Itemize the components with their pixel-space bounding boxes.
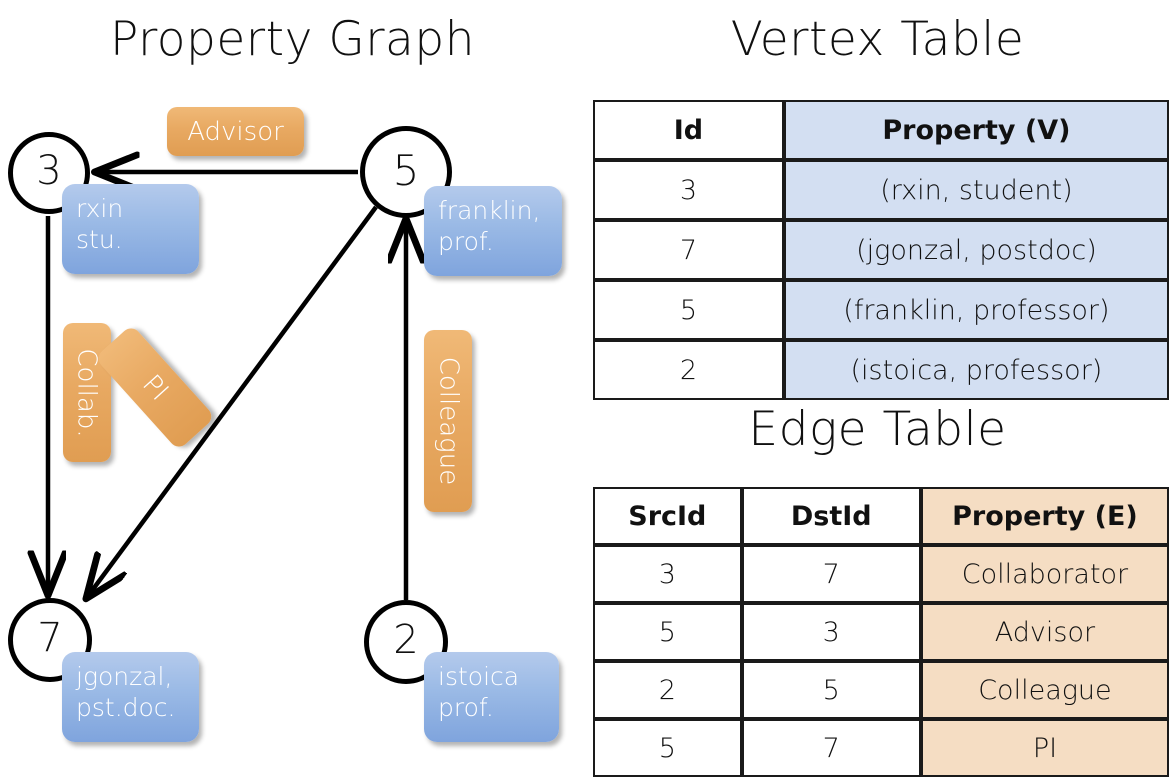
vertex-property-box-rxin: rxin stu. xyxy=(62,184,199,274)
property-graph-panel: 3 5 7 2 rxin stu. franklin, prof. jgonza… xyxy=(0,0,585,760)
table-row: 3 (rxin, student) xyxy=(593,160,1169,220)
vertex-property-franklin-line1: franklin, xyxy=(438,196,541,225)
edge-row-2-src: 2 xyxy=(593,661,742,719)
vertex-5-id-label: 5 xyxy=(392,145,420,195)
edge-table-header-row: SrcId DstId Property (E) xyxy=(593,487,1169,545)
vertex-7-id-label: 7 xyxy=(37,615,63,661)
table-row: 5 3 Advisor xyxy=(593,603,1169,661)
vertex-2-id-label: 2 xyxy=(393,617,419,663)
vertex-table-header-id: Id xyxy=(593,100,784,160)
edge-label-advisor: Advisor xyxy=(167,107,304,156)
edge-row-0-dst: 7 xyxy=(741,545,921,603)
vertex-property-rxin-line2: stu. xyxy=(76,224,123,254)
vertex-property-jgonzal-line2: pst.doc. xyxy=(76,692,176,722)
table-row: 2 (istoica, professor) xyxy=(593,340,1169,400)
vertex-row-3-property: (istoica, professor) xyxy=(783,340,1169,400)
page-title-vertex-table: Vertex Table xyxy=(730,12,1025,67)
edge-label-collab-text: Collab. xyxy=(72,347,102,438)
edge-row-1-property: Advisor xyxy=(920,603,1169,661)
vertex-3-id-label: 3 xyxy=(36,148,62,194)
edge-table: SrcId DstId Property (E) 3 7 Collaborato… xyxy=(593,487,1169,777)
vertex-property-box-franklin: franklin, prof. xyxy=(424,186,562,276)
graph-edge-lines xyxy=(0,0,585,760)
vertex-row-0-id: 3 xyxy=(593,160,784,220)
vertex-row-0-property: (rxin, student) xyxy=(783,160,1169,220)
vertex-row-2-id: 5 xyxy=(593,280,784,340)
graph-vertex-2[interactable]: 2 xyxy=(364,600,448,684)
vertex-property-box-istoica: istoica prof. xyxy=(424,652,559,742)
edge-label-colleague-text: Colleague xyxy=(433,356,464,486)
vertex-property-jgonzal-line1: jgonzal, xyxy=(76,662,173,691)
edge-row-1-src: 5 xyxy=(593,603,742,661)
edge-row-3-src: 5 xyxy=(593,719,742,777)
table-row: 5 7 PI xyxy=(593,719,1169,777)
table-row: 3 7 Collaborator xyxy=(593,545,1169,603)
page-title-edge-table: Edge Table xyxy=(748,402,1007,457)
edge-table-header-property: Property (E) xyxy=(920,487,1169,545)
edge-label-colleague: Colleague xyxy=(424,330,472,512)
edge-table-header-srcid: SrcId xyxy=(593,487,742,545)
vertex-row-2-property: (franklin, professor) xyxy=(783,280,1169,340)
table-row: 7 (jgonzal, postdoc) xyxy=(593,220,1169,280)
edge-row-2-property: Colleague xyxy=(920,661,1169,719)
edge-line-5-to-7 xyxy=(88,205,378,596)
vertex-table-header-row: Id Property (V) xyxy=(593,100,1169,160)
vertex-table: Id Property (V) 3 (rxin, student) 7 (jgo… xyxy=(593,100,1169,400)
vertex-property-franklin-line2: prof. xyxy=(438,226,494,256)
page-title-property-graph: Property Graph xyxy=(110,12,475,67)
edge-table-header-dstid: DstId xyxy=(741,487,921,545)
edge-label-advisor-text: Advisor xyxy=(187,116,284,147)
vertex-property-istoica-line2: prof. xyxy=(438,692,494,722)
edge-label-collab: Collab. xyxy=(63,323,111,462)
edge-row-2-dst: 5 xyxy=(741,661,921,719)
vertex-property-box-jgonzal: jgonzal, pst.doc. xyxy=(62,652,199,742)
table-row: 2 5 Colleague xyxy=(593,661,1169,719)
table-row: 5 (franklin, professor) xyxy=(593,280,1169,340)
edge-row-3-dst: 7 xyxy=(741,719,921,777)
vertex-row-1-property: (jgonzal, postdoc) xyxy=(783,220,1169,280)
edge-row-1-dst: 3 xyxy=(741,603,921,661)
edge-row-0-property: Collaborator xyxy=(920,545,1169,603)
vertex-table-header-property: Property (V) xyxy=(783,100,1169,160)
vertex-row-3-id: 2 xyxy=(593,340,784,400)
edge-row-3-property: PI xyxy=(920,719,1169,777)
edge-label-pi-text: PI xyxy=(136,368,174,407)
vertex-property-istoica-line1: istoica xyxy=(438,662,520,691)
vertex-property-rxin-line1: rxin xyxy=(76,194,124,223)
vertex-row-1-id: 7 xyxy=(593,220,784,280)
edge-row-0-src: 3 xyxy=(593,545,742,603)
